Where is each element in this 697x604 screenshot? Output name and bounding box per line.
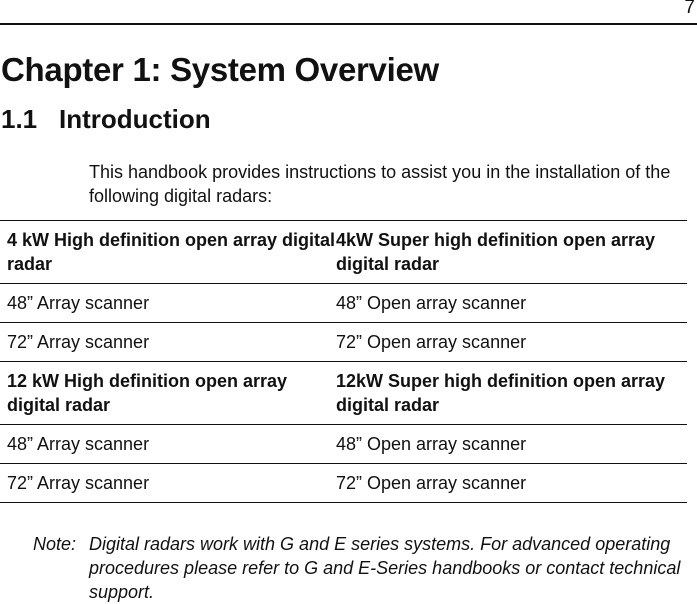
table-header-cell: 12 kW High definition open array digital… [0,361,336,425]
note: Note: Digital radars work with G and E s… [33,532,697,604]
table-cell: 48” Array scanner [0,283,336,323]
section-title: 1.1 Introduction [1,103,211,135]
table-header-cell: 4kW Super high definition open array dig… [336,220,687,284]
table-row: 72” Array scanner 72” Open array scanner [0,463,687,503]
table-cell: 72” Array scanner [0,463,336,503]
table-row: 48” Array scanner 48” Open array scanner [0,424,687,464]
note-text: Digital radars work with G and E series … [89,534,681,602]
table-row: 48” Array scanner 48” Open array scanner [0,283,687,323]
note-label: Note: [33,534,77,554]
table-header-cell: 4 kW High definition open array digital … [0,220,336,284]
radar-table: 4 kW High definition open array digital … [0,220,687,503]
section-number: 1.1 [1,104,38,134]
table-header-row: 12 kW High definition open array digital… [0,361,687,425]
page-number: 7 [684,0,695,18]
header-rule [0,23,697,25]
table-cell: 48” Array scanner [0,424,336,464]
intro-paragraph: This handbook provides instructions to a… [89,162,671,206]
table-cell: 72” Open array scanner [336,463,687,503]
table-header-row: 4 kW High definition open array digital … [0,220,687,284]
table-cell: 48” Open array scanner [336,283,687,323]
section-title-text: Introduction [59,104,211,134]
table-header-cell: 12kW Super high definition open array di… [336,361,687,425]
table-cell: 72” Open array scanner [336,322,687,362]
chapter-title: Chapter 1: System Overview [1,51,439,88]
table-row: 72” Array scanner 72” Open array scanner [0,322,687,362]
table-cell: 72” Array scanner [0,322,336,362]
table-cell: 48” Open array scanner [336,424,687,464]
